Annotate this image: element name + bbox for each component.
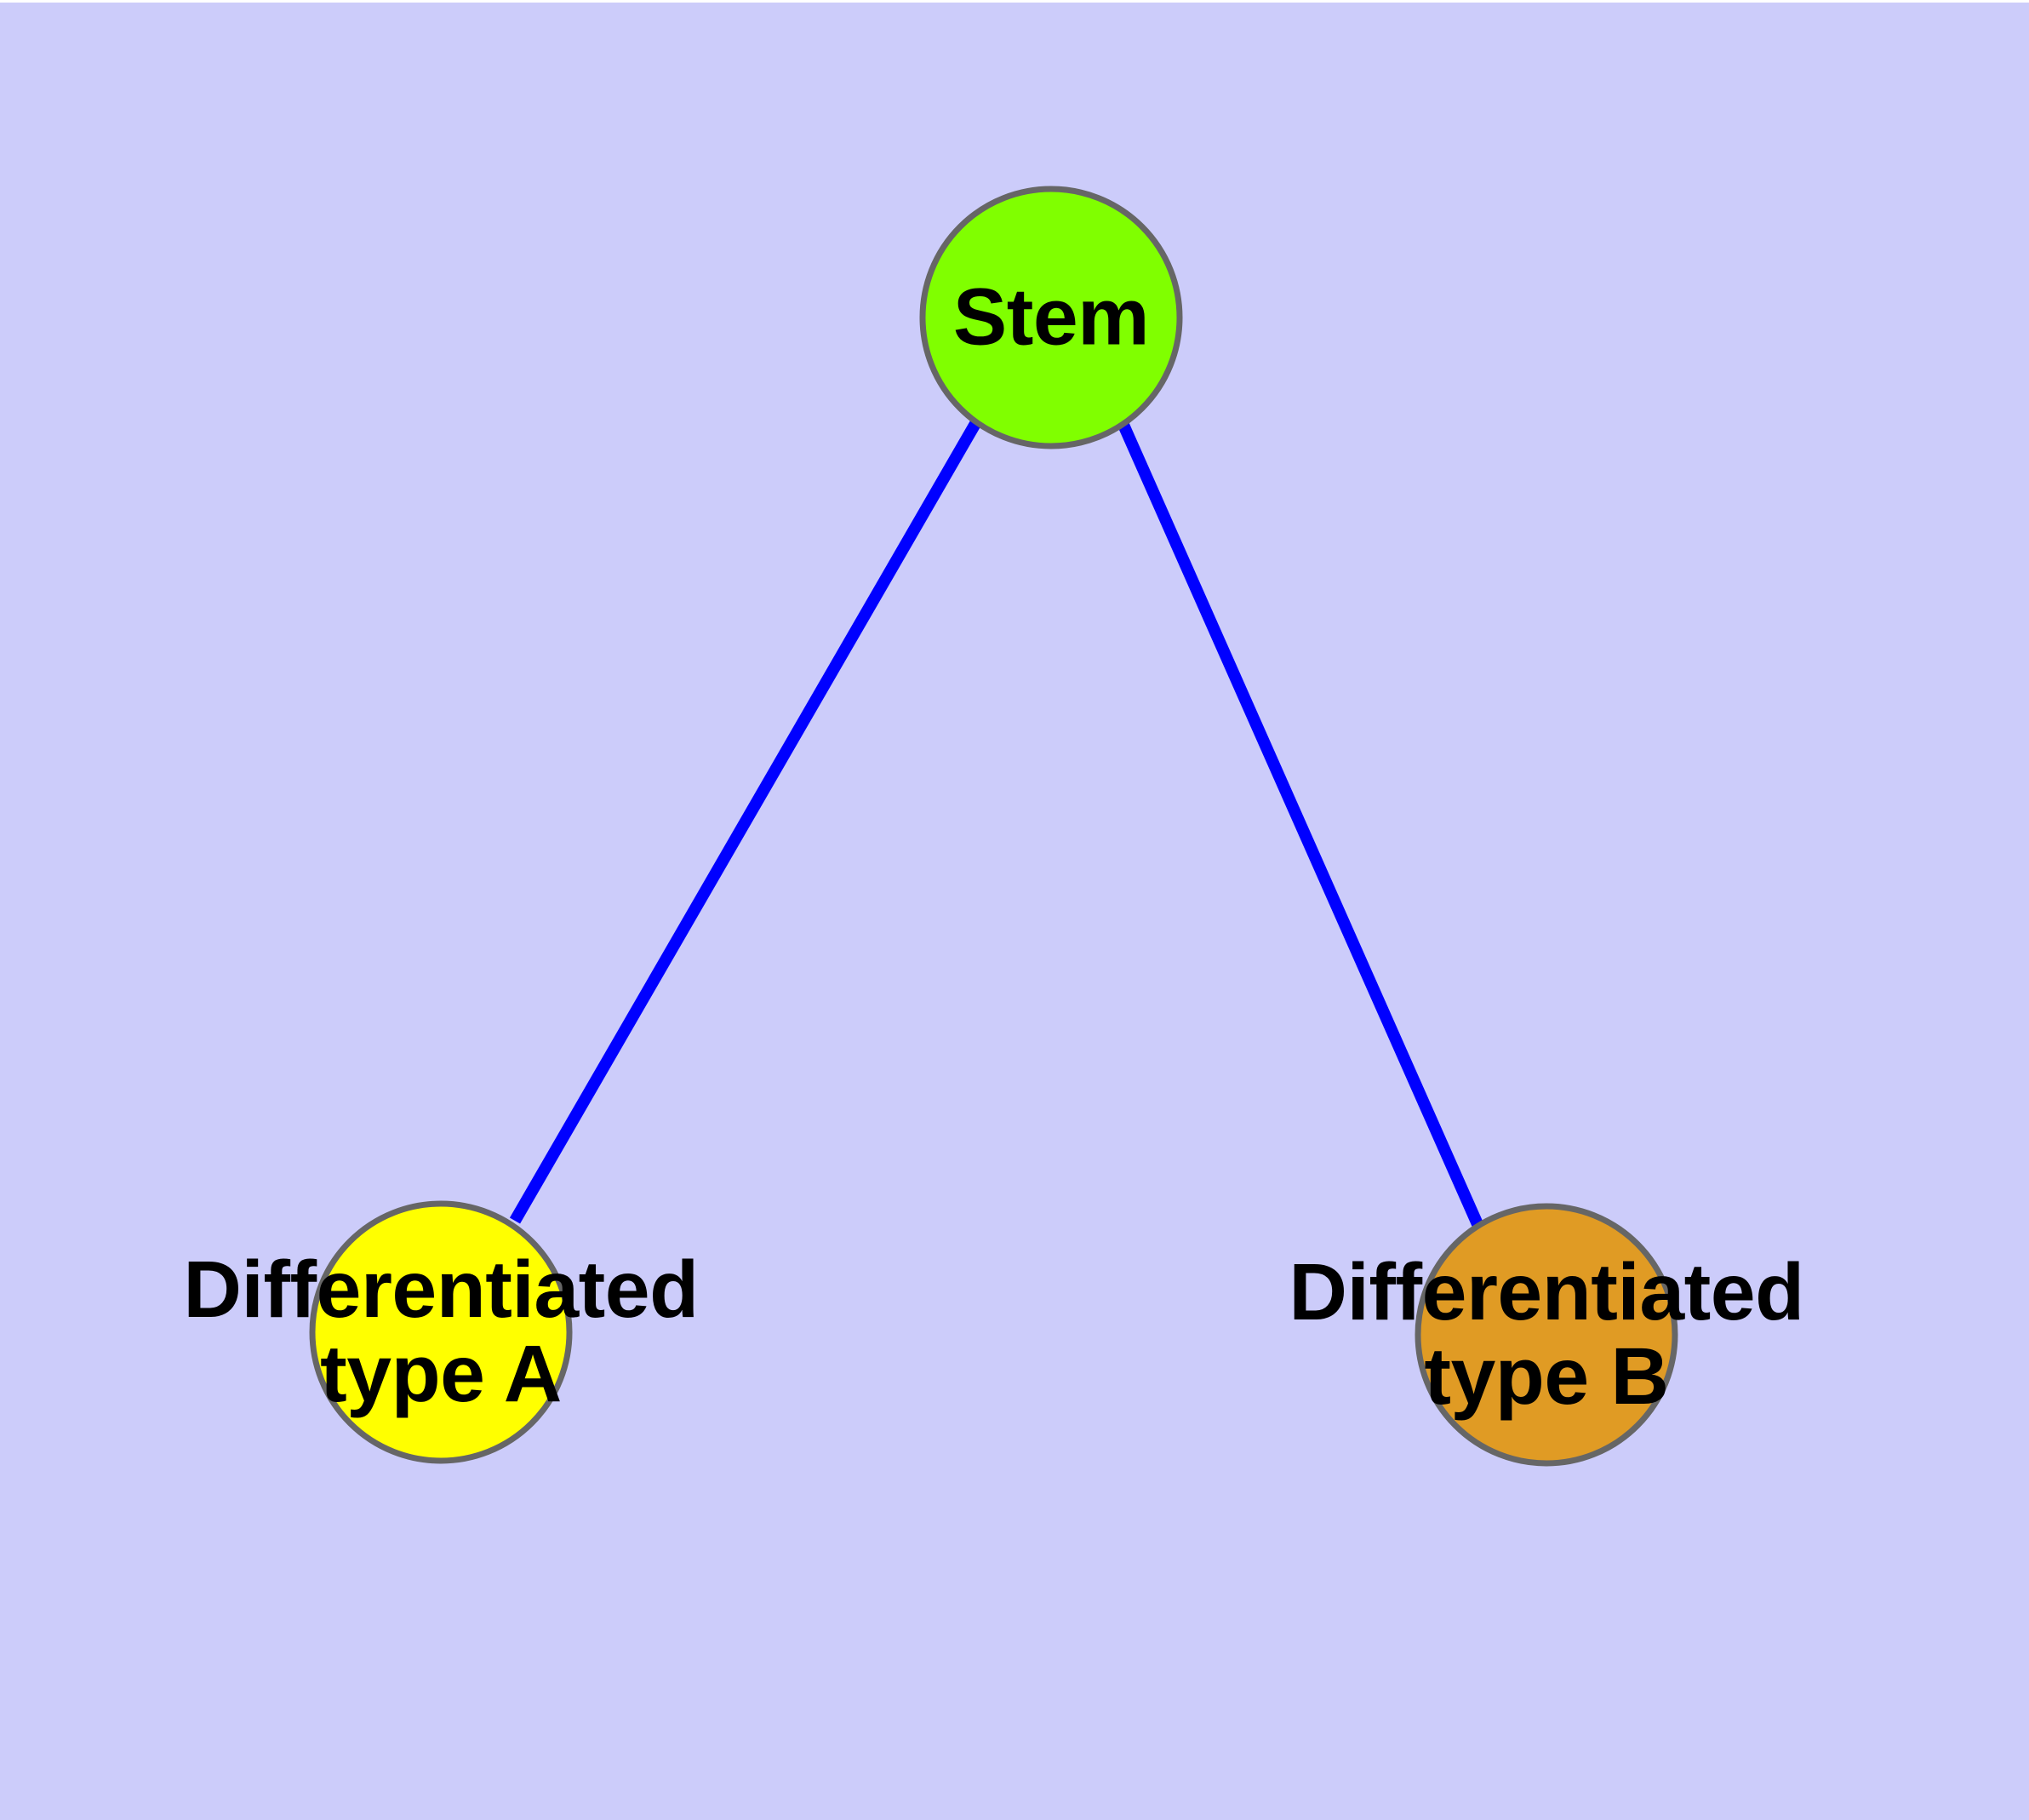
node-circle-stem[interactable] bbox=[919, 186, 1183, 449]
node-layer bbox=[309, 186, 1678, 1467]
edge-stem-to-diff-b[interactable] bbox=[1117, 422, 1483, 1227]
edge-layer bbox=[509, 419, 1483, 1227]
node-circle-diff-b[interactable] bbox=[1415, 1203, 1678, 1467]
edge-stem-to-diff-a[interactable] bbox=[509, 419, 982, 1224]
node-circle-diff-a[interactable] bbox=[309, 1200, 573, 1464]
